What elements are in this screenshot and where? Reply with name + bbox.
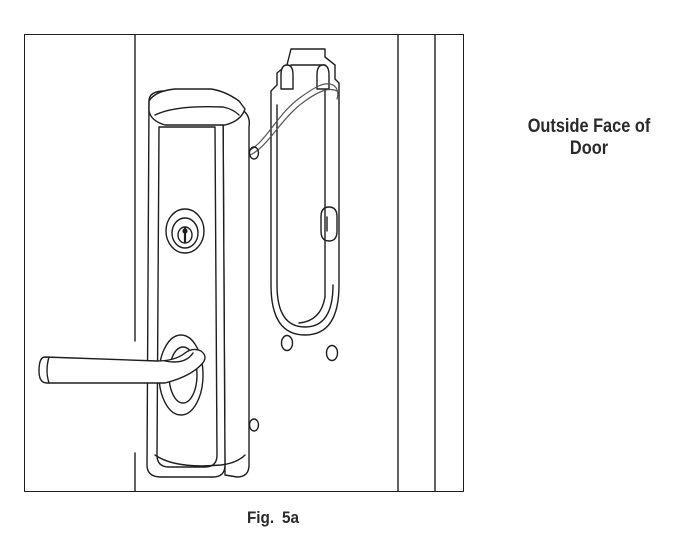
- mounting-bracket: [270, 48, 340, 336]
- lever-handle: [38, 334, 206, 416]
- side-label-line1: Outside Face of: [527, 116, 651, 137]
- figure-caption: Fig. 5a: [246, 508, 300, 527]
- cable: [242, 83, 339, 158]
- door-lock-illustration: [38, 35, 436, 491]
- door-frame-lines: [134, 35, 436, 491]
- key-cylinder: [165, 208, 205, 254]
- exit-trim: [146, 88, 251, 478]
- side-label: Outside Face of Door: [509, 116, 669, 160]
- figure-frame: [24, 34, 464, 492]
- side-label-line2: Door: [569, 138, 609, 159]
